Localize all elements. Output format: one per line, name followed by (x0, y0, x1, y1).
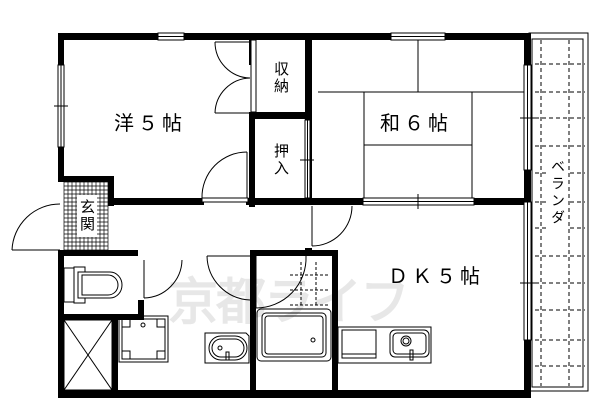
washing-machine-pan (63, 319, 113, 391)
room-label-veranda: ベランダ (547, 157, 567, 229)
room-label-western: 洋５帖 (114, 111, 186, 135)
windows (54, 32, 535, 341)
room-label-storage: 収納 (272, 61, 290, 95)
walls (58, 33, 531, 398)
tatami-lines (318, 40, 524, 200)
entrance-tiles (63, 181, 109, 251)
room-label-dk: ＤＫ５帖 (388, 264, 484, 288)
toilet (63, 266, 123, 304)
doors (11, 41, 353, 309)
wash-basin (204, 332, 250, 364)
washbasin-unit (118, 315, 169, 363)
kitchen-counter (337, 326, 432, 364)
room-label-entrance: 玄関 (78, 199, 96, 233)
room-label-japanese: 和６帖 (380, 111, 452, 135)
veranda (528, 32, 589, 392)
room-label-oshiire: 押入 (272, 143, 290, 177)
bathtub (256, 262, 332, 362)
